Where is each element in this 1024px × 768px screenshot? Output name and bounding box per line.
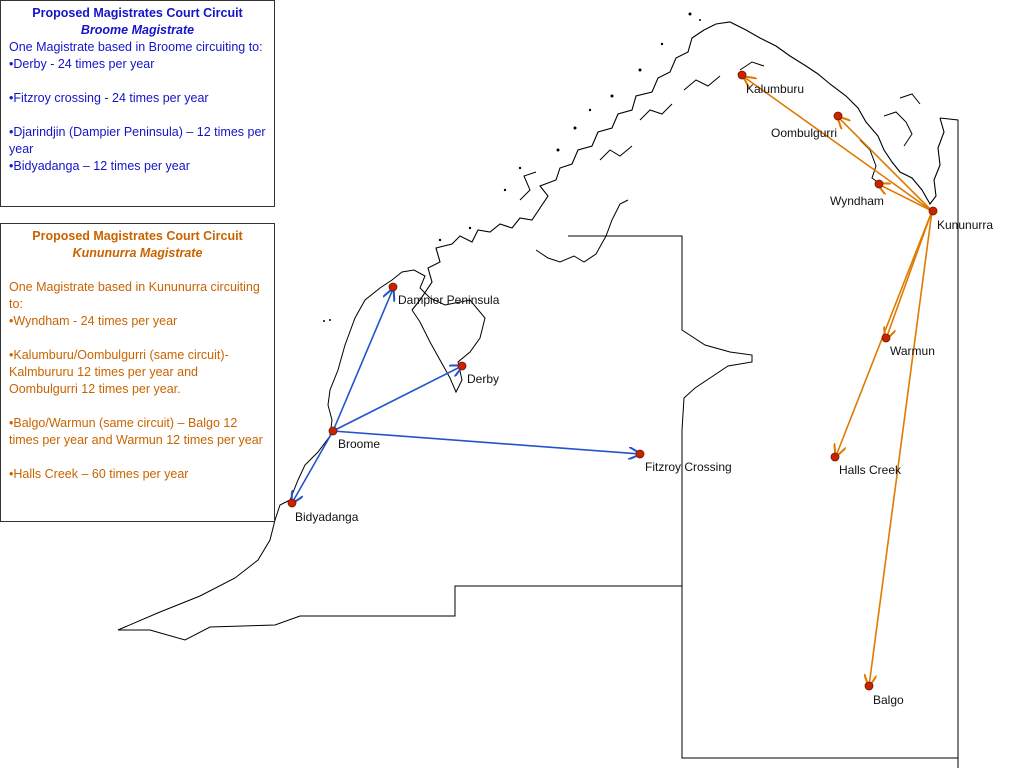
label-halls-creek: Halls Creek xyxy=(839,463,902,477)
route-kununurra-balgo xyxy=(869,210,933,686)
broome-item-djarindjin: •Djarindjin (Dampier Peninsula) – 12 tim… xyxy=(9,125,266,156)
kununurra-routes xyxy=(744,77,933,686)
kununurra-item-halls-creek: •Halls Creek – 60 times per year xyxy=(9,467,189,481)
route-kununurra-kalumburu xyxy=(744,77,933,212)
broome-box-title: Proposed Magistrates Court Circuit xyxy=(32,6,243,20)
label-kununurra: Kununurra xyxy=(937,218,993,232)
broome-item-derby: •Derby - 24 times per year xyxy=(9,57,155,71)
broome-item-bidyadanga: •Bidyadanga – 12 times per year xyxy=(9,159,190,173)
label-dampier: Dampier Peninsula xyxy=(398,293,500,307)
route-broome-bidyadanga xyxy=(292,430,334,503)
label-balgo: Balgo xyxy=(873,693,904,707)
marker-dampier xyxy=(388,282,398,292)
route-kununurra-oombulgurri xyxy=(838,117,933,212)
coastal-islands xyxy=(519,61,921,263)
marker-fitzroy xyxy=(635,449,645,459)
route-broome-dampier xyxy=(332,289,393,432)
label-warmun: Warmun xyxy=(890,344,935,358)
kimberley-coast xyxy=(411,21,945,311)
marker-broome xyxy=(328,426,338,436)
label-bidyadanga: Bidyadanga xyxy=(295,510,359,524)
kununurra-box-title: Proposed Magistrates Court Circuit xyxy=(32,229,243,243)
marker-warmun xyxy=(881,333,891,343)
label-wyndham: Wyndham xyxy=(830,194,884,208)
islands xyxy=(323,12,701,322)
marker-wyndham xyxy=(874,179,884,189)
kununurra-box-intro: One Magistrate based in Kununurra circui… xyxy=(9,280,260,311)
route-kununurra-halls-creek xyxy=(836,210,933,456)
town-markers xyxy=(287,70,938,691)
kununurra-item-balgo: •Balgo/Warmun (same circuit) – Balgo 12 … xyxy=(9,416,263,447)
broome-circuit-box: Proposed Magistrates Court Circuit Broom… xyxy=(0,0,275,207)
place-labels: Dampier Peninsula Derby Broome Fitzroy C… xyxy=(295,82,993,707)
region-boundary xyxy=(118,117,959,768)
marker-oombulgurri xyxy=(833,111,843,121)
broome-box-subtitle: Broome Magistrate xyxy=(80,23,195,37)
label-kalumburu: Kalumburu xyxy=(746,82,804,96)
marker-derby xyxy=(457,361,467,371)
route-broome-fitzroy xyxy=(332,430,640,454)
kununurra-box-subtitle: Kununurra Magistrate xyxy=(72,246,203,260)
marker-halls-creek xyxy=(830,452,840,462)
label-derby: Derby xyxy=(467,372,499,386)
broome-routes xyxy=(292,289,640,503)
kununurra-circuit-box: Proposed Magistrates Court Circuit Kunun… xyxy=(0,223,275,522)
route-kununurra-wyndham xyxy=(878,184,933,212)
marker-balgo xyxy=(864,681,874,691)
kununurra-item-kalumburu: •Kalumburu/Oombulgurri (same circuit)- K… xyxy=(9,348,229,396)
marker-bidyadanga xyxy=(287,498,297,508)
broome-box-intro: One Magistrate based in Broome circuitin… xyxy=(9,40,263,54)
marker-kununurra xyxy=(928,206,938,216)
label-fitzroy: Fitzroy Crossing xyxy=(645,460,732,474)
marker-kalumburu xyxy=(737,70,747,80)
broome-item-fitzroy: •Fitzroy crossing - 24 times per year xyxy=(9,91,209,105)
label-oombulgurri: Oombulgurri xyxy=(771,126,837,140)
kununurra-item-wyndham: •Wyndham - 24 times per year xyxy=(9,314,178,328)
route-broome-derby xyxy=(332,366,462,432)
label-broome: Broome xyxy=(338,437,380,451)
